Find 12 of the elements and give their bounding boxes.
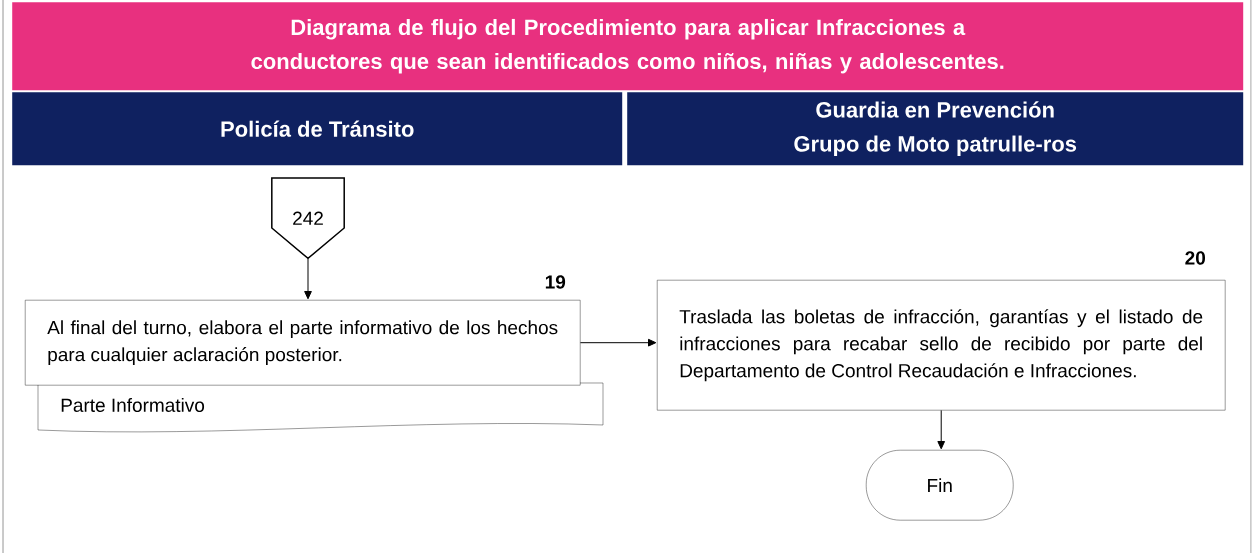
step-number: 19: [545, 275, 566, 289]
title-band: Diagrama de flujo del Procedimiento para aplicar Infracciones a conductores que sean identificados como niños, niñas y adolescentes.: [12, 2, 1244, 91]
arrow: [579, 338, 657, 347]
arrow: [937, 409, 946, 450]
terminator: Fin: [866, 450, 1014, 521]
step-number: 20: [1185, 251, 1205, 265]
off-page-connector: 242: [271, 177, 345, 260]
process-box: Al final del turno, elabora el parte informativo de los hechos para cualquier aclaración posterior.: [25, 300, 581, 386]
arrow: [304, 257, 312, 300]
process-box: Traslada las boletas de infracción, garantías y el listado de infracciones para recabar sello de recibido por parte del Departamento de Control Recaudación e Infracciones.: [657, 280, 1226, 411]
lane-header: Guardia en Prevención Grupo de Moto patrulle-ros: [627, 92, 1244, 166]
lane-header: Policía de Tránsito: [12, 92, 623, 166]
